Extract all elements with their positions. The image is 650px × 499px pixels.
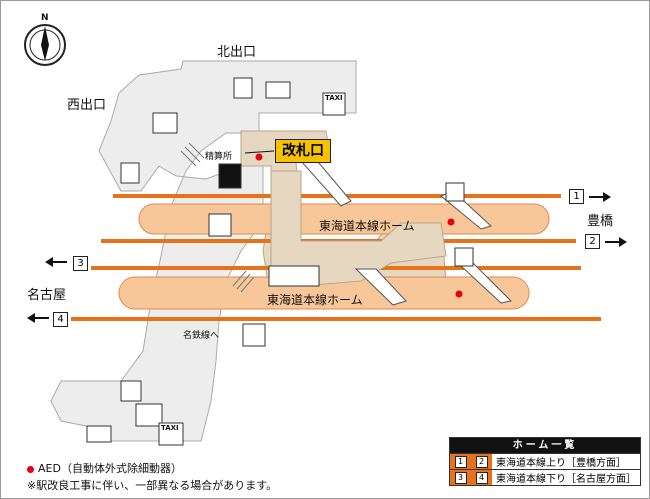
- platform-label-upper: 東海道本線ホーム: [319, 219, 415, 233]
- coin-locker-icon: [233, 77, 253, 99]
- track-number-3: 3: [73, 256, 88, 271]
- coin-locker-icon: [445, 182, 465, 202]
- compass-label: N: [41, 13, 49, 23]
- compass-icon: [24, 24, 66, 66]
- track-number-1: 1: [569, 189, 584, 204]
- legend-num: 2: [475, 455, 488, 468]
- track-number-2: 2: [585, 234, 600, 249]
- direction-arrows: [27, 192, 627, 323]
- restroom-icon: [268, 265, 320, 287]
- aed-dot-icon: [27, 465, 34, 473]
- facility-icons: [86, 77, 474, 446]
- restroom-icon: [135, 403, 163, 427]
- taxi-icon: [322, 92, 346, 116]
- meitetsu-label: 名鉄線へ: [183, 331, 220, 341]
- legend-num: 1: [454, 455, 467, 468]
- bus-icon: [265, 81, 291, 99]
- restroom-icon: [152, 112, 178, 134]
- platforms: [118, 203, 550, 310]
- stairs: [180, 142, 255, 293]
- fare-adjustment-label: 精算所: [205, 152, 233, 162]
- aed-note-text: AED（自動体外式除細動器）: [38, 462, 182, 475]
- ticket-gate-label: 改札口: [275, 139, 331, 163]
- aed-markers: [255, 153, 463, 298]
- legend-text: 東海道本線下り［名古屋方面］: [496, 474, 636, 485]
- taxi-icon: [158, 422, 184, 446]
- west-exit-label: 西出口: [67, 98, 107, 113]
- coin-locker-icon: [120, 162, 140, 184]
- ticket-machine-icon: [208, 213, 232, 237]
- toyohashi-label: 豊橋: [587, 214, 614, 229]
- coin-locker-icon: [454, 247, 474, 267]
- north-exit-label: 北出口: [217, 45, 257, 60]
- bus-icon: [86, 425, 112, 443]
- taxi-text-north: TAXI: [325, 94, 343, 102]
- construction-note: ※駅改良工事に伴い、一部異なる場合があります。: [27, 479, 278, 492]
- track-number-4: 4: [53, 312, 68, 327]
- coin-locker-icon: [120, 380, 142, 402]
- legend-num: 3: [454, 471, 467, 484]
- legend-title: ホーム一覧: [450, 438, 640, 453]
- legend-text: 東海道本線上り［豊橋方面］: [496, 458, 626, 469]
- aed-note: AED（自動体外式除細動器）: [27, 460, 182, 476]
- nagoya-label: 名古屋: [27, 288, 67, 303]
- legend-num: 4: [475, 471, 488, 484]
- gate-pointer: [244, 150, 275, 154]
- taxi-text-south: TAXI: [161, 424, 179, 432]
- platform-label-lower: 東海道本線ホーム: [267, 293, 363, 307]
- no-entry-icon: [218, 163, 242, 189]
- train-icon: [242, 323, 266, 347]
- floor-area: [50, 60, 357, 442]
